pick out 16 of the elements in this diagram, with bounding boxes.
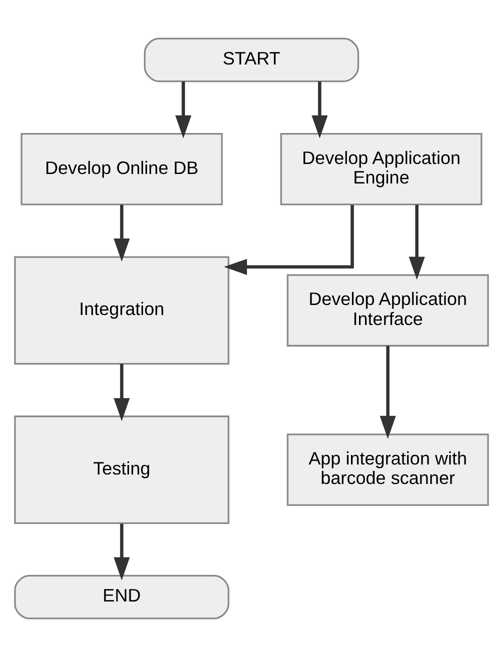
node-box: Develop Application Engine bbox=[280, 132, 482, 205]
arrow bbox=[114, 363, 130, 421]
arrow bbox=[312, 81, 328, 138]
arrow bbox=[175, 81, 192, 138]
node-box: App integration with barcode scanner bbox=[286, 433, 489, 506]
arrow bbox=[114, 523, 130, 580]
node-box: Testing bbox=[14, 415, 230, 524]
arrow bbox=[114, 204, 130, 262]
arrow bbox=[224, 204, 354, 274]
node-box: Develop Online DB bbox=[20, 132, 223, 205]
arrow bbox=[380, 345, 396, 438]
node-box: Develop Application Interface bbox=[286, 274, 489, 346]
node-box: Integration bbox=[14, 256, 230, 364]
node-box: END bbox=[14, 574, 230, 619]
arrow bbox=[408, 204, 425, 280]
node-box: START bbox=[144, 37, 360, 82]
